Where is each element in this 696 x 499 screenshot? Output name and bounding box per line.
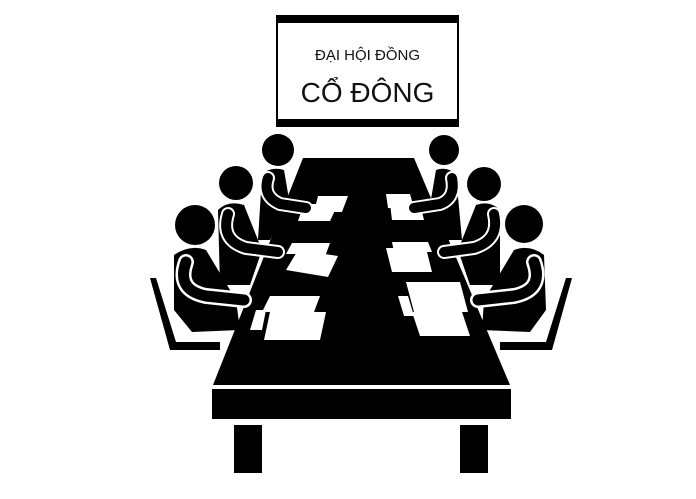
person-right-back <box>407 135 462 240</box>
meeting-title-sign: ĐẠI HỘI ĐỒNG CỔ ĐÔNG <box>276 15 459 127</box>
sign-line-1: ĐẠI HỘI ĐỒNG <box>314 47 420 64</box>
person-right-middle <box>437 167 502 285</box>
person-right-front <box>470 205 572 350</box>
sign-line-2: CỔ ĐÔNG <box>300 77 435 108</box>
person-left-middle <box>218 166 285 285</box>
person-left-back <box>258 134 313 240</box>
person-left-front <box>150 205 252 350</box>
